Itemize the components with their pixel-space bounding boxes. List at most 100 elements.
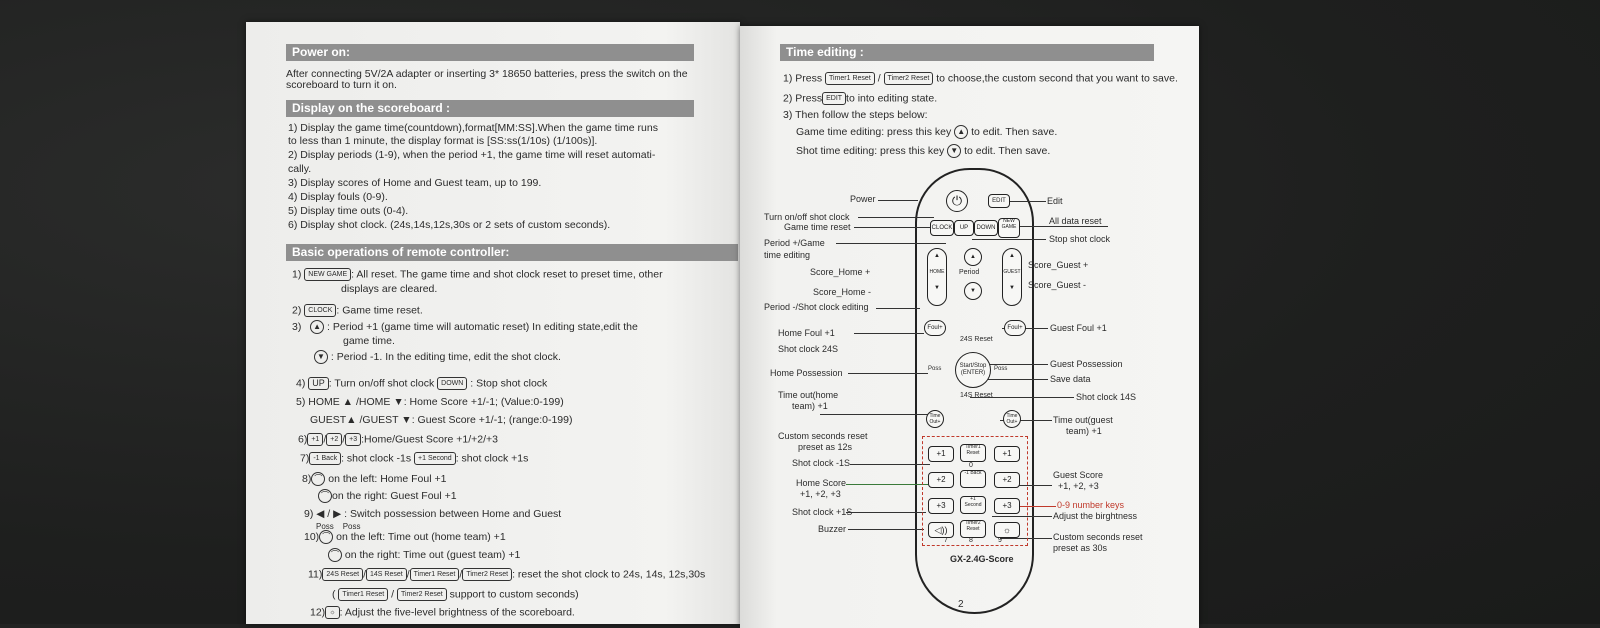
- display-line: 6) Display shot clock. (24s,14s,12s,30s …: [288, 219, 611, 231]
- op-3: 3) ▲ : Period +1 (game time will automat…: [292, 320, 638, 334]
- new-game-button: NEW GAME: [998, 218, 1020, 238]
- home-score-rocker: ▲ HOME ▼: [927, 248, 947, 306]
- op-5a: 5) HOME ▲ /HOME ▼: Home Score +1/-1; (Va…: [296, 396, 564, 408]
- guest-plus3-button: +3: [994, 498, 1020, 514]
- up-arrow-icon: ▲: [1009, 253, 1015, 259]
- remote-label: Home Possession: [770, 368, 843, 378]
- right-arrow-icon: ▶: [333, 508, 342, 520]
- up-button: UP: [954, 220, 974, 236]
- remote-label: Shot clock +1S: [792, 507, 853, 517]
- guest-score-rocker: ▲ GUEST ▼: [1002, 248, 1022, 306]
- power-icon: ⏻: [946, 190, 968, 212]
- down-arrow-icon: ▼: [947, 144, 962, 158]
- remote-label: team) +1: [792, 401, 828, 411]
- remote-label: +1, +2, +3: [1058, 481, 1099, 491]
- leader-line: [1002, 226, 1108, 227]
- remote-label: Stop shot clock: [1049, 234, 1111, 244]
- remote-label: Game time reset: [784, 222, 851, 232]
- edit-key-icon: EDIT: [822, 92, 847, 105]
- op-8a: 8)⌒ on the left: Home Foul +1: [302, 472, 447, 486]
- op-4: 4) UP: Turn on/off shot clock DOWN : Sto…: [296, 377, 548, 390]
- remote-label: Home Score: [796, 478, 847, 488]
- step-3: 3) Then follow the steps below:: [783, 109, 928, 121]
- down-key-icon: DOWN: [437, 377, 468, 390]
- page-number: 2: [958, 599, 964, 610]
- home-plus2-button: +2: [928, 472, 954, 488]
- leader-line: [876, 308, 920, 309]
- back-button: -1 Back: [960, 470, 986, 488]
- remote-label: Shot clock 14S: [1076, 392, 1137, 402]
- remote-label: Score_Home +: [810, 267, 871, 277]
- step-1: 1) Press Timer1 Reset / Timer2 Reset to …: [783, 72, 1178, 85]
- op-3-cont: game time.: [343, 335, 395, 347]
- leader-line: [1010, 506, 1056, 507]
- op-1: 1) NEW GAME: All reset. The game time an…: [292, 268, 663, 281]
- remote-label: time editing: [764, 250, 811, 260]
- remote-label: preset as 30s: [1053, 543, 1108, 553]
- new-game-key-icon: NEW GAME: [304, 268, 352, 281]
- op-10b: ⌒ on the right: Time out (guest team) +1: [328, 548, 520, 562]
- timer1-reset-key-icon: Timer1 Reset: [825, 72, 875, 85]
- op-5b: GUEST▲ /GUEST ▼: Guest Score +1/-1; (ran…: [310, 414, 573, 426]
- leader-line: [836, 243, 946, 244]
- second-key-icon: +1 Second: [414, 452, 456, 465]
- number-keys-area: [922, 436, 1028, 546]
- remote-label: 0-9 number keys: [1057, 500, 1125, 510]
- timeout-icon: ⌒: [319, 530, 334, 544]
- manual-left-page: Power on: After connecting 5V/2A adapter…: [246, 22, 740, 624]
- step-game-time: Game time editing: press this key ▲ to e…: [796, 125, 1058, 139]
- brightness-sun-icon: ☼: [994, 522, 1020, 538]
- guest-plus1-button: +1: [994, 446, 1020, 462]
- remote-label: Time out(guest: [1053, 415, 1113, 425]
- op-8b: ⌒on the right: Guest Foul +1: [318, 489, 457, 503]
- clock-key-icon: CLOCK: [304, 304, 337, 317]
- period-down-button: ▼: [964, 282, 982, 300]
- manual-right-page: Time editing : 1) Press Timer1 Reset / T…: [740, 26, 1199, 628]
- leader-line: [854, 227, 934, 228]
- leader-line: [820, 414, 930, 415]
- remote-label: Buzzer: [818, 524, 847, 534]
- leader-line: [848, 529, 924, 530]
- up-arrow-icon: ▲: [934, 253, 940, 259]
- power-on-line2: scoreboard to turn it on.: [286, 79, 397, 91]
- op-6: 6)+1/+2/+3:Home/Guest Score +1/+2/+3: [298, 433, 499, 446]
- leader-line: [850, 464, 930, 465]
- timer2-reset-key-icon: Timer2 Reset: [396, 588, 447, 601]
- home-foul-button: Foul+: [924, 320, 946, 336]
- home-timeout-button: Time Out+: [926, 410, 944, 428]
- power-on-line1: After connecting 5V/2A adapter or insert…: [286, 68, 688, 80]
- guest-foul-button: Foul+: [1004, 320, 1026, 336]
- 24s-reset-label: 24S Reset: [960, 336, 993, 343]
- remote-label: +1, +2, +3: [800, 489, 841, 499]
- down-arrow-icon: ▼: [1009, 285, 1015, 292]
- 24s-reset-key-icon: 24S Reset: [322, 568, 364, 581]
- remote-label: Score_Guest +: [1028, 260, 1089, 270]
- remote-label: Guest Score: [1053, 470, 1104, 480]
- op-7: 7)-1 Back: shot clock -1s +1 Second: sho…: [300, 452, 529, 465]
- down-button: DOWN: [974, 220, 998, 236]
- brightness-sun-icon: ☼: [325, 606, 340, 619]
- remote-label: Home Foul +1: [778, 328, 835, 338]
- leader-line: [970, 397, 1074, 398]
- remote-label: Guest Possession: [1050, 359, 1123, 369]
- foul-icon: ⌒: [318, 489, 332, 503]
- leader-line: [1000, 538, 1052, 539]
- display-heading: Display on the scoreboard :: [286, 100, 694, 117]
- guest-plus2-button: +2: [994, 472, 1020, 488]
- remote-model-label: GX-2.4G-Score: [950, 554, 1014, 564]
- leader-line: [972, 239, 1046, 240]
- period-label: Period: [959, 269, 980, 276]
- remote-label: Score_Guest -: [1028, 280, 1087, 290]
- remote-body: [915, 168, 1034, 614]
- remote-label: Edit: [1047, 196, 1063, 206]
- remote-label: Save data: [1050, 374, 1091, 384]
- down-arrow-icon: ▼: [934, 285, 940, 292]
- left-arrow-icon: ◀: [316, 508, 325, 520]
- op-3-down: ▼ : Period -1. In the editing time, edit…: [314, 350, 561, 364]
- remote-label: Period -/Shot clock editing: [764, 302, 869, 312]
- timer1-reset-key-icon: Timer1 Reset: [338, 588, 389, 601]
- period-up-button: ▲: [964, 248, 982, 266]
- home-poss-button: Poss: [928, 366, 942, 372]
- 14s-reset-key-icon: 14S Reset: [366, 568, 407, 581]
- remote-label: Custom seconds reset: [1053, 532, 1143, 542]
